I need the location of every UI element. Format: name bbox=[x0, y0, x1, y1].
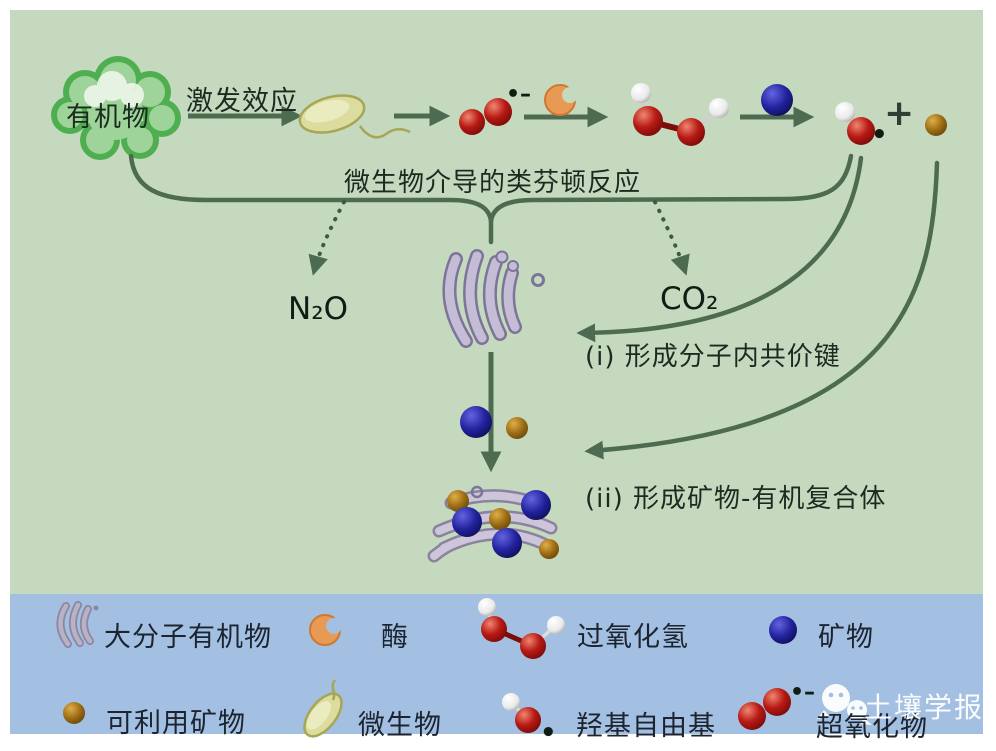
legend-label-microbe: 微生物 bbox=[358, 710, 442, 741]
organic-matter-label: 有机物 bbox=[66, 102, 150, 133]
hydroxyl-radical-molecule bbox=[835, 102, 875, 145]
legend-label-available-mineral: 可利用矿物 bbox=[106, 708, 246, 739]
n2o-label: N₂O bbox=[288, 291, 349, 327]
macromolecule-structure bbox=[442, 249, 545, 348]
superoxide-charge-legend: •– bbox=[790, 680, 816, 705]
wechat-icon bbox=[817, 684, 872, 725]
hydroxyl-radical-icon bbox=[502, 693, 541, 733]
plus-sign: + bbox=[884, 93, 915, 134]
hydrogen-peroxide-icon bbox=[478, 598, 565, 659]
legend-label-superoxide: 超氧化物 bbox=[816, 712, 928, 743]
co2-label: CO₂ bbox=[660, 281, 719, 317]
legend-label-macromolecule: 大分子有机物 bbox=[104, 622, 272, 653]
microbe-flagellum bbox=[358, 125, 411, 139]
available-mineral-sphere-top bbox=[925, 114, 947, 136]
step-i-label: (i) 形成分子内共价键 bbox=[585, 342, 841, 372]
mineral-organic-complex bbox=[427, 485, 559, 563]
step-i-arrow bbox=[576, 155, 864, 343]
fenton-reaction-label: 微生物介导的类芬顿反应 bbox=[344, 168, 642, 198]
co2-dotted-arrow bbox=[653, 200, 690, 276]
step-ii-label: (ii) 形成矿物-有机复合体 bbox=[585, 484, 887, 514]
enzyme-icon bbox=[309, 614, 342, 646]
step-ii-arrow bbox=[584, 160, 940, 460]
hydroxyl-radical-dot-legend: • bbox=[540, 718, 557, 748]
mineral-sphere-top bbox=[761, 84, 793, 116]
fenton-brace-left bbox=[128, 153, 494, 245]
mineral-icon bbox=[769, 616, 797, 644]
hydroxyl-radical-dot-top: • bbox=[871, 120, 888, 150]
legend-label-hydroxyl-radical: 羟基自由基 bbox=[576, 711, 716, 742]
available-mineral-icon bbox=[63, 702, 85, 724]
organic-matter-cloud bbox=[51, 56, 181, 160]
enzyme-shape bbox=[544, 84, 578, 116]
legend-label-hydrogen-peroxide: 过氧化氢 bbox=[577, 622, 689, 653]
hydrogen-peroxide-molecule bbox=[631, 83, 729, 146]
macromolecule-icon bbox=[56, 601, 99, 648]
watermark-publisher: 土壤学报 bbox=[864, 691, 985, 724]
superoxide-charge-top: •– bbox=[506, 82, 532, 107]
fenton-brace-right bbox=[488, 153, 854, 224]
microbe-cell bbox=[298, 94, 366, 134]
microbe-icon bbox=[303, 679, 343, 738]
priming-effect-label: 激发效应 bbox=[186, 86, 298, 117]
superoxide-icon bbox=[738, 688, 791, 730]
legend-label-enzyme: 酶 bbox=[381, 622, 409, 653]
legend-label-mineral: 矿物 bbox=[818, 622, 874, 653]
available-mineral-sphere-mid bbox=[506, 417, 528, 439]
mineral-sphere-mid bbox=[460, 406, 492, 438]
n2o-dotted-arrow bbox=[308, 200, 346, 276]
superoxide-molecule bbox=[459, 98, 512, 135]
